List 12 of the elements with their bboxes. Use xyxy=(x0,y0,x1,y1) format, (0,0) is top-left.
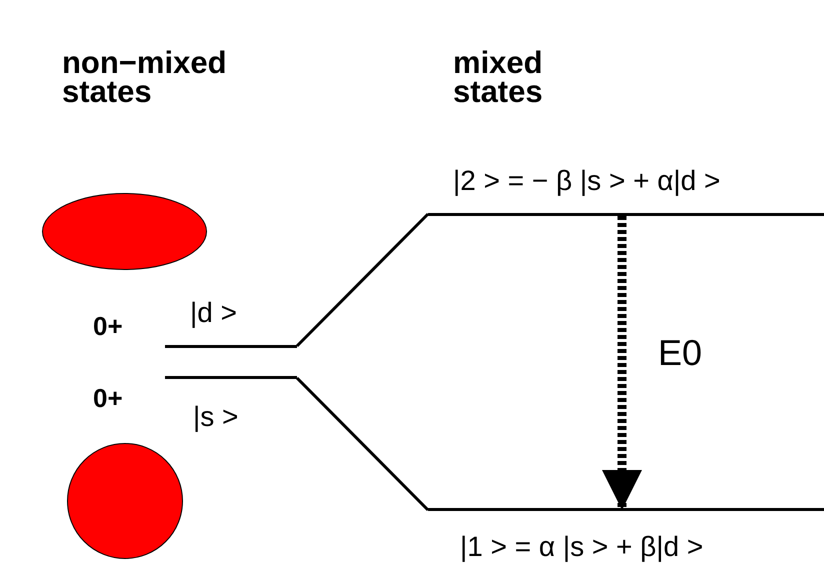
heading: mixed states xyxy=(453,48,544,106)
spin-parity-label: 0+ xyxy=(93,383,123,414)
state-label: |d > xyxy=(190,297,237,329)
state-label: |2 > = − β |s > + α|d > xyxy=(453,165,720,197)
state-label: |s > xyxy=(193,401,238,433)
arrow xyxy=(602,216,642,510)
connector-line xyxy=(296,376,430,512)
connector-line xyxy=(296,212,430,348)
spin-parity-label: 0+ xyxy=(93,311,123,342)
state-label: |1 > = α |s > + β|d > xyxy=(460,531,704,563)
heading: non−mixed states xyxy=(62,48,228,106)
energy-level xyxy=(428,508,824,563)
